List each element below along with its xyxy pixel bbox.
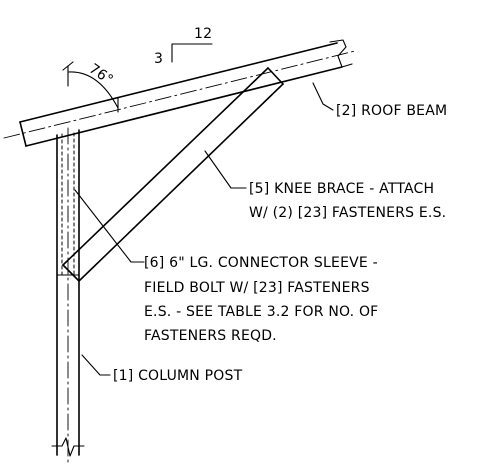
sleeve-label-line-4: FASTENERS REQD. [144, 328, 277, 344]
column-post [51, 127, 85, 463]
connector-sleeve-callout: [6] 6" LG. CONNECTOR SLEEVE - FIELD BOLT… [74, 189, 378, 344]
sleeve-label-line-2: FIELD BOLT W/ [23] FASTENERS [144, 280, 370, 296]
roof-beam-label: [2] ROOF BEAM [336, 103, 447, 119]
column-post-label: [1] COLUMN POST [113, 368, 243, 384]
roof-beam-callout: [2] ROOF BEAM [312, 82, 447, 119]
knee-brace [62, 67, 284, 282]
post-break-symbol [51, 437, 85, 457]
connector-sleeve [56, 132, 80, 276]
slope-run-label: 12 [194, 26, 212, 42]
beam-break-symbol [329, 39, 353, 68]
sleeve-label-line-1: [6] 6" LG. CONNECTOR SLEEVE - [144, 255, 378, 271]
slope-indicator: 3 12 [154, 26, 213, 67]
slope-rise-label: 3 [154, 51, 163, 67]
sleeve-label-line-3: E.S. - SEE TABLE 3.2 FOR NO. OF [144, 304, 378, 320]
knee-brace-label-line-2: W/ (2) [23] FASTENERS E.S. [249, 205, 446, 221]
knee-brace-callout: [5] KNEE BRACE - ATTACH W/ (2) [23] FAST… [204, 150, 446, 221]
column-post-callout: [1] COLUMN POST [81, 354, 243, 384]
roof-beam [3, 39, 356, 147]
angle-label: 76° [86, 61, 116, 89]
knee-brace-label-line-1: [5] KNEE BRACE - ATTACH [249, 181, 434, 197]
